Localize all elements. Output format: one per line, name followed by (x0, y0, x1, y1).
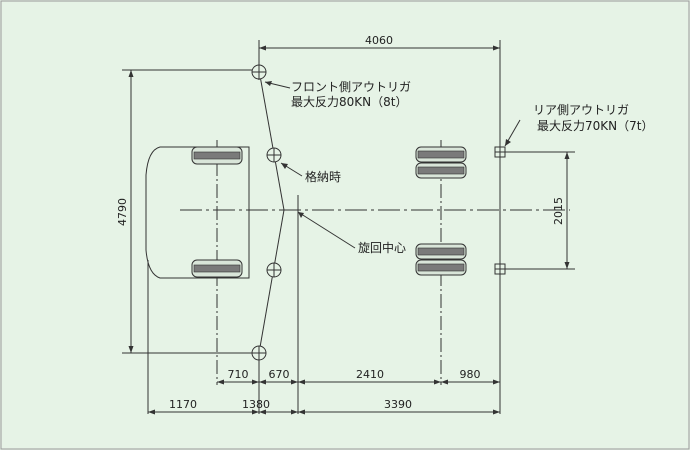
arrow (493, 45, 500, 51)
arrow (505, 139, 511, 146)
arrow (298, 379, 305, 385)
arrow (259, 45, 266, 51)
arrow (291, 409, 298, 415)
dim-text-710: 710 (228, 368, 249, 381)
tire-rear-upper-inner (415, 162, 467, 179)
dim-text-3390: 3390 (384, 398, 412, 411)
label-front-outrigger: フロント側アウトリガ (291, 80, 411, 94)
tire-front-upper (191, 146, 243, 165)
arrow (217, 379, 224, 385)
label-rear-outrigger-reaction: 最大反力70KN（7t） (537, 119, 653, 133)
arrow (298, 409, 305, 415)
arrow (493, 379, 500, 385)
arrow (252, 409, 259, 415)
arrow (564, 152, 570, 159)
dim-text-2410: 2410 (356, 368, 384, 381)
dim-text-1380: 1380 (242, 398, 270, 411)
arrow (298, 212, 304, 218)
dim-text-2015: 2015 (552, 197, 565, 225)
tire-rear-upper-outer (415, 146, 467, 163)
cab-rear-outline (191, 146, 250, 279)
dim-text-4790: 4790 (116, 198, 129, 226)
tire-front-lower (191, 259, 243, 278)
arrow (441, 379, 448, 385)
arrow (148, 409, 155, 415)
dim-text-980: 980 (460, 368, 481, 381)
outrigger-beam-upper (258, 69, 285, 211)
label-front-outrigger-reaction: 最大反力80KN（8t） (291, 95, 407, 109)
arrow (291, 379, 298, 385)
arrow (252, 379, 259, 385)
label-stowed: 格納時 (305, 169, 341, 184)
arrow (564, 262, 570, 269)
dim-text-670: 670 (269, 368, 290, 381)
rear-outrigger-pad-upper (494, 146, 506, 158)
front-outrigger-pad-extended-lower (251, 345, 267, 361)
outrigger-beam-lower (258, 209, 285, 354)
arrow (281, 163, 288, 169)
front-outrigger-pad-stowed-upper (266, 147, 282, 163)
label-rear-outrigger: リア側アウトリガ (533, 103, 629, 117)
dim-text-1170: 1170 (169, 398, 197, 411)
arrow (259, 379, 266, 385)
front-outrigger-pad-extended-upper (251, 64, 267, 80)
tire-rear-lower-inner (415, 243, 467, 260)
arrow (128, 346, 134, 353)
arrow (493, 409, 500, 415)
arrow (128, 70, 134, 77)
rear-outrigger-pad-lower (494, 263, 506, 275)
arrow (265, 81, 272, 86)
dim-text-4060: 4060 (365, 34, 393, 47)
label-slewing-center: 旋回中心 (358, 240, 406, 255)
arrow (259, 409, 266, 415)
front-outrigger-pad-stowed-lower (266, 262, 282, 278)
arrow (434, 379, 441, 385)
tire-rear-lower-outer (415, 259, 467, 276)
leader-slew-center (297, 211, 356, 249)
cab-front-outline (145, 146, 191, 279)
